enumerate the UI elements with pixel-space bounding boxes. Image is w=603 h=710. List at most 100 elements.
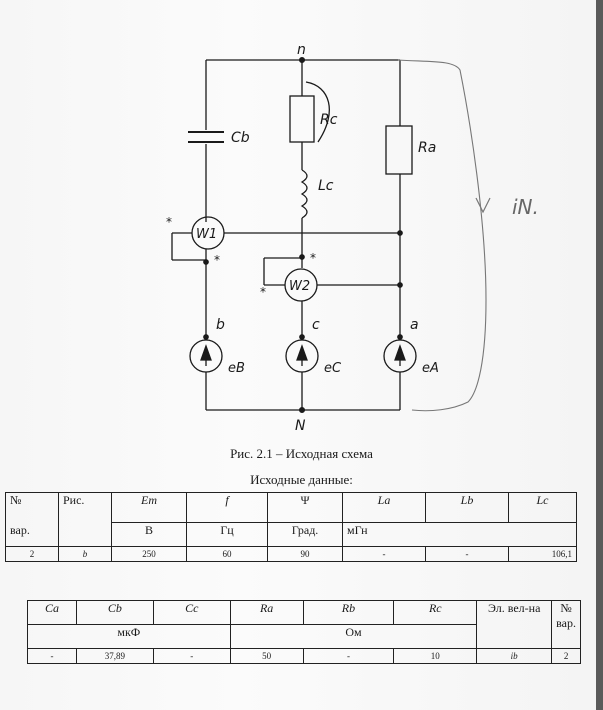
right-dot-w2 [397, 282, 403, 288]
source-eb-arrow [200, 344, 212, 361]
w1-junction-dot [203, 259, 209, 265]
t1-h-fig: Рис. [58, 492, 112, 547]
t1-h-lc: Lc [508, 492, 577, 523]
t1-h-lb-text: Lb [460, 493, 474, 507]
t2-h-ca-text: Ca [44, 601, 59, 615]
label-node-n: n [297, 42, 306, 58]
node-a-dot [397, 334, 403, 340]
label-node-N: N [295, 418, 306, 434]
w2-star-current: * [310, 251, 316, 265]
t1-r-em: 250 [111, 546, 187, 562]
t1-h-lb: Lb [425, 492, 509, 523]
label-w1: W1 [196, 227, 217, 242]
label-ea: eA [422, 361, 439, 376]
t2-h-cb: Cb [75, 600, 154, 625]
handwritten-current-arrow [475, 197, 491, 214]
label-node-c: c [312, 317, 320, 333]
t1-u-mh: мГн [342, 522, 577, 547]
t2-h-rc-text: Rc [428, 601, 442, 615]
handwritten-current-label: iN. [512, 195, 539, 219]
w2-star-voltage: * [260, 285, 266, 299]
w1-star-current: * [166, 215, 172, 229]
t1-u-deg: Град. [267, 522, 343, 547]
source-data-heading: Исходные данные: [250, 472, 353, 487]
t2-u-ohm: Ом [229, 624, 478, 649]
t2-h-var: № вар. [551, 600, 581, 649]
label-w2: W2 [289, 279, 310, 294]
t1-r-f: 60 [186, 546, 268, 562]
table1-header-row: № вар. Рис. Em f Ψ La Lb Lc [5, 492, 577, 547]
table1-units-row: В Гц Град. мГн [6, 522, 577, 547]
t1-u-v: В [111, 522, 187, 547]
t2-h-rb-text: Rb [341, 601, 356, 615]
t1-r-lb: - [425, 546, 509, 562]
t1-h-no: № вар. [5, 492, 59, 547]
t2-h-cc-text: Cc [185, 601, 199, 615]
source-data-table-2: Ca Cb Cc Ra Rb Rc Эл. вел-на № вар. мкФ … [27, 600, 581, 664]
t2-h-rc: Rc [393, 600, 478, 625]
label-ra: Ra [418, 140, 436, 156]
t2-r-cb: 37,89 [75, 648, 154, 664]
t1-r-var: 2 [5, 546, 59, 562]
figure-caption: Рис. 2.1 – Исходная схема [230, 446, 373, 461]
w1-star-voltage: * [214, 253, 220, 267]
t2-h-ca: Ca [27, 600, 77, 625]
t2-r-el-text: ib [510, 651, 518, 661]
t1-r-fig-text: b [82, 549, 88, 559]
t2-h-cb-text: Cb [107, 601, 122, 615]
t1-r-lc: 106,1 [508, 546, 577, 562]
t2-h-el: Эл. вел-на [476, 600, 553, 649]
source-ea-arrow [394, 344, 406, 361]
t2-r-cc: - [152, 648, 231, 664]
table2-units-row: мкФ Ом [27, 624, 581, 649]
node-b-dot [203, 334, 209, 340]
t1-h-no-text: № [10, 493, 22, 507]
t1-h-em: Em [111, 492, 187, 523]
t2-r-ra: 50 [229, 648, 304, 664]
circuit-schematic: n N Cb Rc Lc Ra W1 W2 * * * * b c a eB e… [166, 42, 539, 434]
t1-h-la-text: La [377, 493, 391, 507]
label-lc: Lc [318, 178, 334, 194]
t2-r-el: ib [476, 648, 553, 664]
page-edge-shadow [596, 0, 603, 710]
label-eb: eB [228, 361, 245, 376]
t2-h-cc: Cc [152, 600, 231, 625]
inductor-lc [300, 169, 308, 219]
resistor-ra [385, 125, 413, 175]
table2-values-row: - 37,89 - 50 - 10 ib 2 [27, 648, 581, 664]
t1-h-f-text: f [225, 493, 229, 507]
t1-r-psi: 90 [267, 546, 343, 562]
t2-r-ca: - [27, 648, 77, 664]
t1-r-la: - [342, 546, 426, 562]
t2-h-rb: Rb [302, 600, 395, 625]
label-node-b: b [216, 317, 225, 333]
rc-shunt-arc [305, 81, 330, 143]
t2-h-ra-text: Ra [259, 601, 274, 615]
resistor-rc [289, 95, 315, 143]
t1-h-f: f [186, 492, 268, 523]
table1-values-row: 2 b 250 60 90 - - 106,1 [5, 546, 577, 562]
t2-h-ra: Ra [229, 600, 304, 625]
t1-h-em-text: Em [141, 493, 157, 507]
source-data-table-1: № вар. Рис. Em f Ψ La Lb Lc В Гц Град. мГ… [5, 492, 577, 562]
t1-h-psi: Ψ [267, 492, 343, 523]
t2-r-var: 2 [551, 648, 581, 664]
t2-r-rb: - [302, 648, 395, 664]
t1-h-la: La [342, 492, 426, 523]
handwritten-current-loop [397, 59, 487, 412]
table2-header-row: Ca Cb Cc Ra Rb Rc Эл. вел-на № вар. [27, 600, 581, 649]
label-ec: eC [324, 361, 342, 376]
t2-r-rc: 10 [393, 648, 478, 664]
t1-r-fig: b [58, 546, 112, 562]
source-ec-arrow [296, 344, 308, 361]
t1-h-lc-text: Lc [536, 493, 549, 507]
label-cb: Cb [231, 130, 250, 146]
label-node-a: a [410, 317, 419, 333]
node-c-dot [299, 334, 305, 340]
t1-u-hz: Гц [186, 522, 268, 547]
t1-h-var-text: вар. [10, 523, 30, 537]
label-rc: Rc [320, 112, 338, 128]
t2-u-mkf: мкФ [27, 624, 231, 649]
right-dot-w1 [397, 230, 403, 236]
